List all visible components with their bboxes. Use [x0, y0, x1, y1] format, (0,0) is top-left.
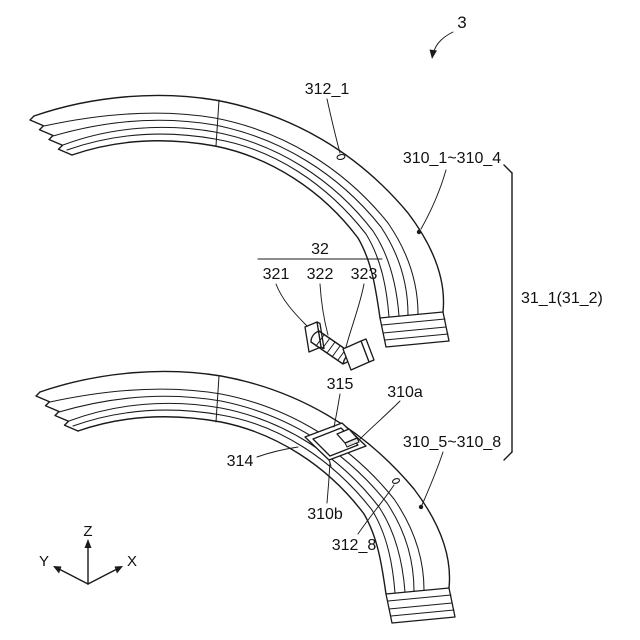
- upper-stack-lamination-line: [52, 119, 409, 316]
- leader-lines: [256, 98, 447, 535]
- label-323: 323: [351, 266, 378, 283]
- coil-assembly: [304, 321, 375, 371]
- lower-lamination-stack: [35, 370, 456, 624]
- coil-flange-323: [342, 340, 370, 371]
- reference-labels: 3 312_1 310_1~310_4 31_1(31_2) 32 321 32…: [227, 13, 603, 554]
- label-310b: 310b: [307, 506, 343, 523]
- lower-stack-end-cap-steps: [35, 391, 79, 432]
- upper-lamination-stack: [29, 94, 450, 348]
- leader-312-1: [326, 98, 341, 154]
- axis-y-line: [58, 568, 89, 585]
- upper-stack-end-cap-steps: [29, 115, 73, 156]
- lower-stack-end-face-lamination-lines: [387, 594, 455, 617]
- figure-3-arrowhead: [429, 49, 437, 59]
- coil-winding-rib: [331, 345, 341, 358]
- label-322: 322: [307, 266, 334, 283]
- axis-indicator: Z Y X: [39, 523, 137, 585]
- coil-winding-rib: [321, 337, 331, 350]
- label-310-5-8: 310_5~310_8: [403, 434, 501, 451]
- leader-310-5-8: [421, 451, 444, 506]
- axis-y-label: Y: [39, 553, 49, 570]
- axis-y-arrowhead: [53, 566, 62, 574]
- leader-322: [319, 283, 329, 336]
- upper-stack-inner-edge: [71, 139, 381, 319]
- leader-321: [275, 283, 308, 327]
- bracket-31-1: [503, 164, 513, 461]
- axis-x-line: [87, 568, 118, 585]
- leader-312-8: [357, 484, 395, 535]
- label-312-8: 312_8: [332, 537, 377, 554]
- lower-stack-segment-joint: [215, 375, 220, 423]
- upper-stack-lamination-line: [43, 112, 419, 315]
- lower-stack-lamination-line: [72, 409, 396, 594]
- leader-315: [333, 393, 341, 428]
- leader-310a: [358, 400, 401, 441]
- lower-stack-lamination-line: [68, 402, 406, 593]
- label-315: 315: [327, 376, 354, 393]
- lower-stack-lamination-line: [58, 395, 415, 592]
- lower-stack-top-face: [40, 371, 450, 594]
- figure-3-arrow: [429, 31, 454, 59]
- label-310a: 310a: [387, 384, 423, 401]
- axis-z-arrowhead: [84, 539, 92, 548]
- label-figure-3: 3: [457, 13, 466, 32]
- coil-winding-322: [310, 330, 352, 365]
- slot-seat-block: [336, 428, 358, 444]
- label-32: 32: [311, 241, 329, 258]
- label-314: 314: [227, 453, 254, 470]
- axis-x-arrowhead: [114, 566, 123, 574]
- upper-stack-end-face-lamination-lines: [381, 318, 449, 341]
- leader-323: [345, 283, 365, 348]
- terminal-slot: [304, 422, 367, 467]
- lower-stack-inner-edge: [77, 415, 387, 595]
- lower-stack-outer-edge: [39, 370, 451, 589]
- surface-point-310-5-8: [418, 504, 424, 510]
- surface-point-310-1-4: [416, 229, 422, 235]
- upper-stack-segment-joint: [215, 99, 220, 147]
- upper-stack-top-face: [34, 95, 444, 318]
- coil-winding-rib: [315, 334, 325, 347]
- leader-310b: [326, 461, 331, 504]
- bracket-tick-bottom: [503, 451, 513, 461]
- upper-stack-lamination-line: [66, 133, 390, 318]
- upper-stack-outer-edge: [33, 94, 445, 313]
- label-31-1: 31_1(31_2): [521, 290, 603, 307]
- coil-winding-rib: [326, 341, 336, 354]
- axis-x-label: X: [127, 553, 137, 570]
- label-321: 321: [263, 266, 290, 283]
- upper-stack-lamination-line: [62, 126, 400, 317]
- hole-312-1: [336, 153, 346, 161]
- lower-stack-lamination-line: [49, 388, 425, 591]
- axis-z-label: Z: [83, 523, 92, 540]
- label-310-1-4: 310_1~310_4: [403, 150, 501, 167]
- bracket-tick-top: [503, 164, 513, 174]
- leader-314: [256, 446, 299, 458]
- hole-312-8: [391, 478, 401, 484]
- leader-310-1-4: [420, 169, 447, 230]
- label-312-1: 312_1: [305, 81, 350, 98]
